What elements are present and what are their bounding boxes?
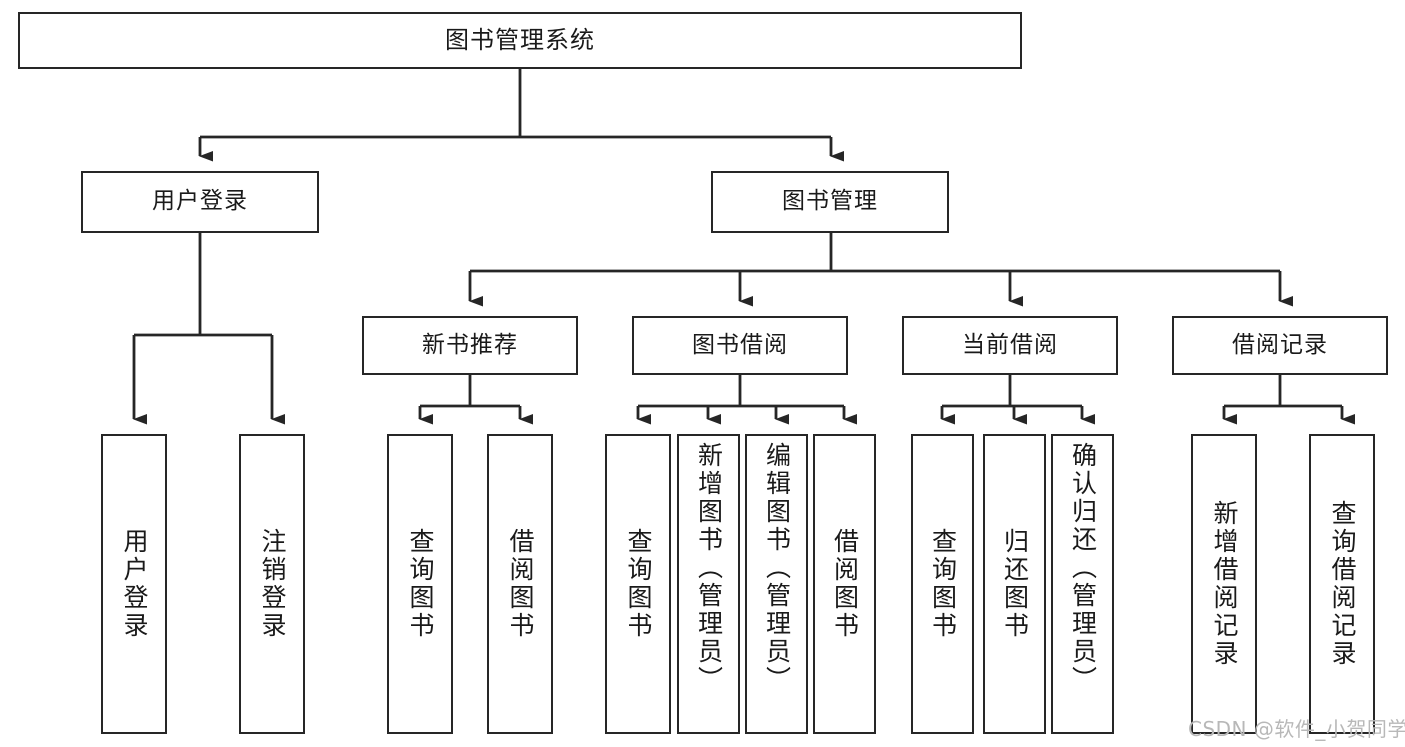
node-new-book-rec[interactable]: 新书推荐 bbox=[362, 316, 578, 375]
node-leaf-add-book[interactable]: 新增图书（管理员） bbox=[677, 434, 740, 734]
node-leaf-borrow-book-2[interactable]: 借阅图书 bbox=[813, 434, 876, 734]
node-leaf-confirm-return-label: 确认归还（管理员） bbox=[1068, 442, 1098, 694]
node-leaf-query-book-3[interactable]: 查询图书 bbox=[911, 434, 974, 734]
node-leaf-user-login-label: 用户登录 bbox=[120, 528, 149, 640]
node-leaf-query-book-1[interactable]: 查询图书 bbox=[387, 434, 453, 734]
node-root-label: 图书管理系统 bbox=[445, 26, 595, 55]
node-leaf-query-record[interactable]: 查询借阅记录 bbox=[1309, 434, 1375, 734]
node-book-manage[interactable]: 图书管理 bbox=[711, 171, 949, 233]
node-leaf-edit-book-label: 编辑图书（管理员） bbox=[762, 442, 792, 694]
node-leaf-logout-label: 注销登录 bbox=[258, 528, 287, 640]
node-borrow-record[interactable]: 借阅记录 bbox=[1172, 316, 1388, 375]
node-leaf-query-record-label: 查询借阅记录 bbox=[1328, 500, 1357, 668]
node-leaf-add-book-label: 新增图书（管理员） bbox=[694, 442, 724, 694]
node-user-login-label: 用户登录 bbox=[152, 188, 248, 215]
node-user-login[interactable]: 用户登录 bbox=[81, 171, 319, 233]
node-leaf-query-book-2[interactable]: 查询图书 bbox=[605, 434, 671, 734]
node-leaf-return-book-label: 归还图书 bbox=[1000, 528, 1030, 640]
node-leaf-borrow-book-1-label: 借阅图书 bbox=[506, 528, 535, 640]
node-leaf-add-record[interactable]: 新增借阅记录 bbox=[1191, 434, 1257, 734]
node-leaf-return-book[interactable]: 归还图书 bbox=[983, 434, 1046, 734]
node-book-manage-label: 图书管理 bbox=[782, 188, 878, 215]
node-current-borrow-label: 当前借阅 bbox=[962, 331, 1058, 358]
node-book-borrow[interactable]: 图书借阅 bbox=[632, 316, 848, 375]
node-leaf-user-login[interactable]: 用户登录 bbox=[101, 434, 167, 734]
node-leaf-logout[interactable]: 注销登录 bbox=[239, 434, 305, 734]
node-leaf-borrow-book-1[interactable]: 借阅图书 bbox=[487, 434, 553, 734]
node-leaf-query-book-3-label: 查询图书 bbox=[928, 528, 958, 640]
node-book-borrow-label: 图书借阅 bbox=[692, 331, 788, 358]
node-root[interactable]: 图书管理系统 bbox=[18, 12, 1022, 69]
node-leaf-confirm-return[interactable]: 确认归还（管理员） bbox=[1051, 434, 1114, 734]
node-new-book-rec-label: 新书推荐 bbox=[422, 331, 518, 358]
node-borrow-record-label: 借阅记录 bbox=[1232, 331, 1328, 358]
node-leaf-add-record-label: 新增借阅记录 bbox=[1210, 500, 1239, 668]
csdn-watermark: CSDN @软件_小贺同学 bbox=[1188, 717, 1405, 741]
node-current-borrow[interactable]: 当前借阅 bbox=[902, 316, 1118, 375]
node-leaf-query-book-1-label: 查询图书 bbox=[406, 528, 435, 640]
node-leaf-edit-book[interactable]: 编辑图书（管理员） bbox=[745, 434, 808, 734]
node-leaf-borrow-book-2-label: 借阅图书 bbox=[830, 528, 860, 640]
node-leaf-query-book-2-label: 查询图书 bbox=[624, 528, 653, 640]
